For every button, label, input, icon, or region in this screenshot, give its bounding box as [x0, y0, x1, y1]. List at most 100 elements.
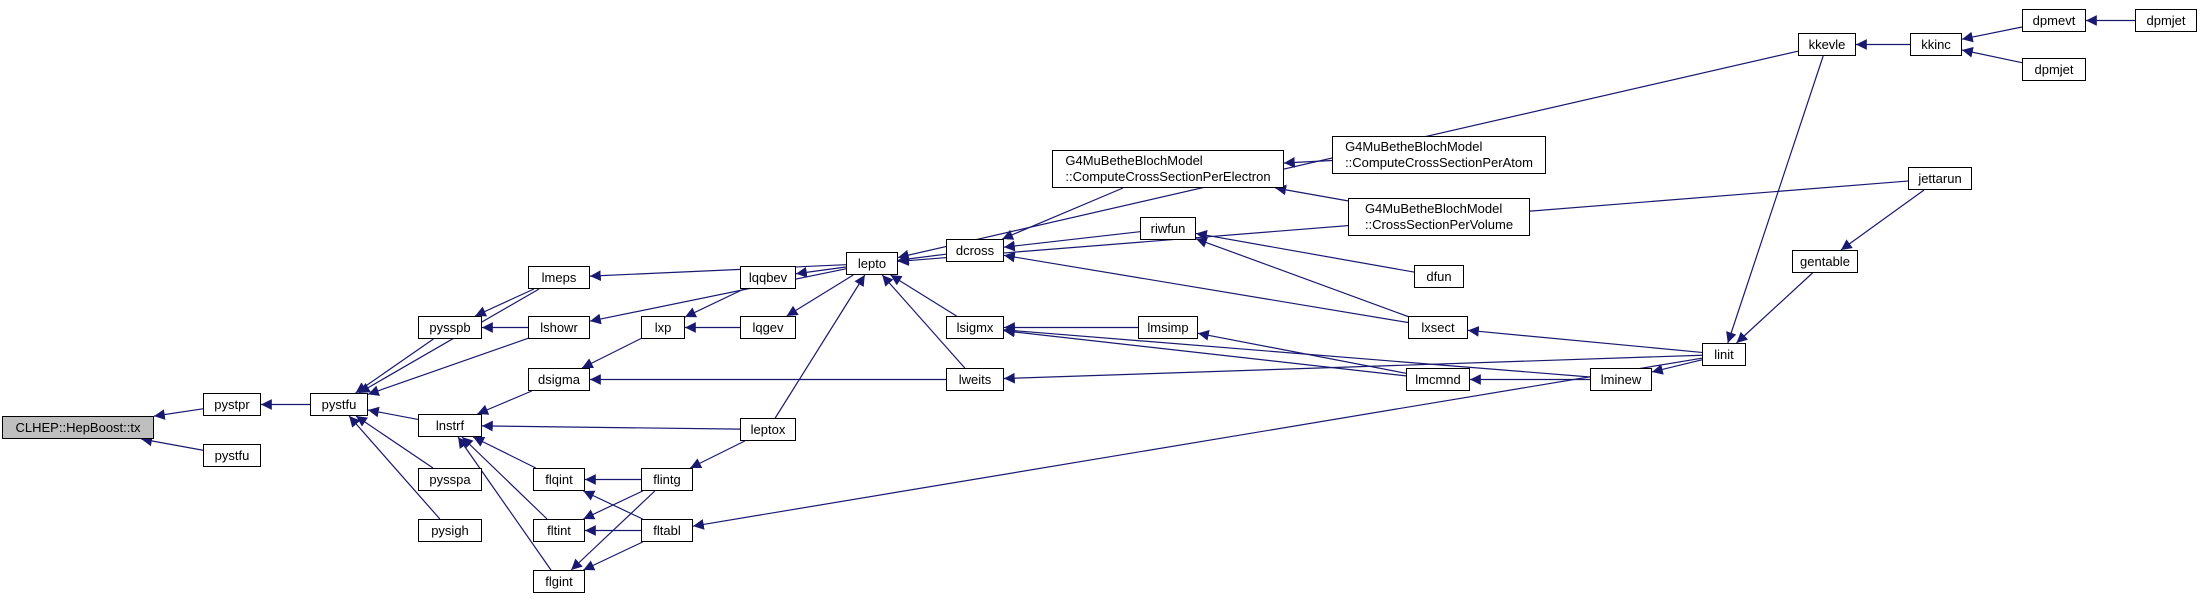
edge-lshowr-to-pystfu: [367, 337, 529, 396]
node-lqqbev[interactable]: lqqbev: [740, 266, 796, 289]
node-dsigma[interactable]: dsigma: [528, 368, 590, 391]
node-gentable[interactable]: gentable: [1792, 250, 1858, 273]
node-dpmjet-top[interactable]: dpmjet: [2135, 9, 2197, 32]
edge-leptox-to-lepto: [774, 274, 866, 419]
node-lminew[interactable]: lminew: [1590, 368, 1652, 391]
node-label: kkevle: [1808, 36, 1846, 52]
node-label: pysigh: [431, 522, 469, 538]
node-lnstrf[interactable]: lnstrf: [418, 414, 482, 437]
node-label: CLHEP::HepBoost::tx: [15, 419, 141, 435]
node-label: pystpr: [214, 396, 250, 412]
node-label: dpmjet: [2146, 12, 2186, 28]
node-pystfu-leaf[interactable]: pystfu: [203, 444, 261, 467]
edge-fltabl-to-flgint: [583, 541, 643, 571]
node-dcross[interactable]: dcross: [946, 239, 1004, 262]
node-riwfun[interactable]: riwfun: [1140, 217, 1196, 240]
node-label: lsigmx: [956, 319, 994, 335]
node-g4mu-atom[interactable]: G4MuBetheBlochModel::ComputeCrossSection…: [1332, 136, 1546, 174]
node-label: lqgev: [752, 319, 784, 335]
edge-flqint-to-lnstrf: [472, 436, 537, 469]
node-label: flqint: [545, 471, 573, 487]
node-lweits[interactable]: lweits: [946, 368, 1004, 391]
edge-linit-to-lxsect: [1467, 325, 1703, 354]
node-label: lxp: [654, 319, 672, 335]
node-label: lepto: [857, 255, 887, 271]
node-label: lmcmnd: [1415, 371, 1461, 387]
node-label: lmsimp: [1147, 319, 1189, 335]
edge-dpmjet_bottom-to-kkinc: [1961, 46, 2023, 64]
node-label-line2: ::ComputeCrossSectionPerElectron: [1065, 169, 1271, 184]
edge-lminew-to-lsigmx: [1003, 325, 1591, 378]
node-kkevle[interactable]: kkevle: [1798, 33, 1856, 56]
edge-fltint-to-lnstrf: [461, 436, 548, 520]
node-flqint[interactable]: flqint: [533, 468, 585, 491]
edge-leptox-to-lnstrf: [481, 420, 741, 432]
node-label: pysspb: [429, 319, 471, 335]
node-leptox[interactable]: leptox: [740, 418, 796, 441]
node-label-line1: G4MuBetheBlochModel: [1345, 139, 1483, 154]
node-label: jettarun: [1918, 170, 1962, 186]
node-label-line1: G4MuBetheBlochModel: [1364, 201, 1503, 216]
node-lsigmx[interactable]: lsigmx: [946, 316, 1004, 339]
node-linit[interactable]: linit: [1702, 343, 1746, 366]
node-g4mu-electron[interactable]: G4MuBetheBlochModel::ComputeCrossSection…: [1052, 150, 1284, 188]
edge-lsigmx-to-lepto: [890, 274, 957, 317]
node-pysigh[interactable]: pysigh: [418, 519, 482, 542]
node-label: pysspa: [429, 471, 471, 487]
edge-pystpr-to-hepboost_tx: [153, 408, 204, 420]
node-lxp[interactable]: lxp: [641, 316, 685, 339]
node-fltint[interactable]: fltint: [533, 519, 585, 542]
node-lmeps[interactable]: lmeps: [528, 266, 590, 289]
node-label: pystfu: [214, 447, 250, 463]
node-flintg[interactable]: flintg: [641, 468, 693, 491]
node-label: lqqbev: [748, 269, 788, 285]
edge-lepto-to-lshowr: [589, 268, 847, 325]
node-kkinc[interactable]: kkinc: [1910, 33, 1962, 56]
node-lmcmnd[interactable]: lmcmnd: [1406, 368, 1470, 391]
node-label: flgint: [545, 573, 573, 589]
edge-jettarun-to-gentable: [1840, 189, 1925, 251]
edge-lxsect-to-riwfun: [1195, 237, 1409, 318]
edge-g4mu_volume-to-g4mu_electron: [1275, 184, 1349, 202]
edge-lmeps-to-pystfu: [358, 288, 540, 394]
edge-lweits-to-lepto: [881, 274, 966, 369]
edge-g4mu_atom-to-g4mu_electron: [1283, 157, 1333, 168]
node-label: lshowr: [540, 319, 578, 335]
node-lxsect[interactable]: lxsect: [1408, 316, 1468, 339]
node-lmsimp[interactable]: lmsimp: [1138, 316, 1198, 339]
node-jettarun[interactable]: jettarun: [1908, 167, 1972, 190]
edge-lnstrf-to-pystfu: [367, 406, 419, 421]
node-label: dfun: [1426, 268, 1452, 284]
node-pystfu[interactable]: pystfu: [310, 393, 368, 416]
node-pystpr[interactable]: pystpr: [203, 393, 261, 416]
node-pysspb[interactable]: pysspb: [418, 316, 482, 339]
node-label: pystfu: [321, 396, 357, 412]
node-dpmevt[interactable]: dpmevt: [2022, 9, 2086, 32]
edge-dsigma-to-lnstrf: [477, 390, 532, 415]
edge-lmcmnd-to-lsigmx: [1003, 326, 1407, 377]
node-label: lnstrf: [435, 417, 465, 433]
node-pysspa[interactable]: pysspa: [418, 468, 482, 491]
edge-pystfu_leaf-to-hepboost_tx: [141, 435, 204, 451]
edge-riwfun-to-dcross: [1003, 231, 1141, 252]
edge-pysspa-to-pystfu: [355, 415, 434, 469]
node-dfun[interactable]: dfun: [1414, 265, 1464, 288]
edge-lxp-to-dsigma: [581, 337, 642, 369]
node-label: dcross: [955, 242, 995, 258]
node-g4mu-volume[interactable]: G4MuBetheBlochModel::CrossSectionPerVolu…: [1348, 198, 1530, 236]
node-fltabl[interactable]: fltabl: [641, 519, 693, 542]
node-flgint[interactable]: flgint: [533, 570, 585, 593]
node-lshowr[interactable]: lshowr: [528, 316, 590, 339]
node-lqgev[interactable]: lqgev: [740, 316, 796, 339]
node-label: lweits: [958, 371, 992, 387]
node-label: riwfun: [1150, 220, 1186, 236]
edge-linit-to-fltabl: [692, 357, 1703, 530]
node-label: gentable: [1800, 253, 1850, 269]
node-label: flintg: [653, 471, 681, 487]
edge-lepto-to-lqqbev: [795, 266, 847, 278]
node-dpmjet-bottom[interactable]: dpmjet: [2022, 58, 2086, 81]
node-lepto[interactable]: lepto: [846, 252, 898, 275]
node-label: lxsect: [1421, 319, 1455, 335]
